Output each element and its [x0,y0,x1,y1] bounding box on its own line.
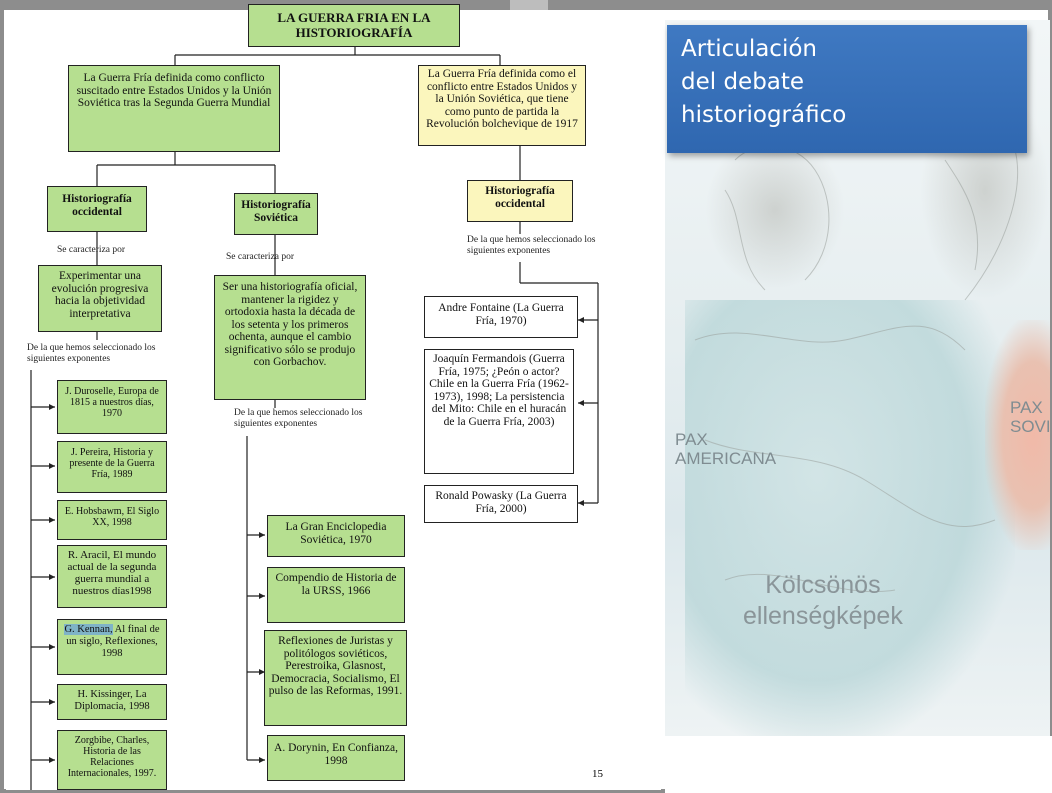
left-exponent-4: R. Aracil, El mundo actual de la segunda… [57,545,167,608]
mid-exponent-1: La Gran Enciclopedia Soviética, 1970 [267,515,405,557]
mid-exponent-4: A. Dorynin, En Confianza, 1998 [267,735,405,781]
map-landmass [685,300,1015,736]
caracteriza-label-left: Se caracteriza por [57,245,126,255]
page-number: 15 [592,768,603,780]
left-exponent-zorgbibe: Zorgbibe, Charles, Historia de las Relac… [57,730,167,790]
left-exponent-2: J. Pereira, Historia y presente de la Gu… [57,441,167,493]
selection-label-right: De la que hemos seleccionado los siguien… [467,235,596,256]
left-exponent-1: J. Duroselle, Europa de 1815 a nuestros … [57,380,167,434]
branch-left-box: La Guerra Fría definida como conflicto s… [68,65,280,152]
left-exponent-3: E. Hobsbawm, El Siglo XX, 1998 [57,500,167,540]
selection-label-left: De la que hemos seleccionado los siguien… [27,343,156,364]
diagram-title: LA GUERRA FRIA EN LA HISTORIOGRAFÍA [248,4,460,47]
hist-sovietica: Historiografía Soviética [234,193,318,235]
slide-title-line-2: del debate [681,69,805,95]
caracteriza-label-mid: Se caracteriza por [226,252,295,262]
mid-exponent-3: Reflexiones de Juristas y politólogos so… [264,630,407,726]
right-exponent-1: Andre Fontaine (La Guerra Fría, 1970) [424,296,578,338]
pax-americana-label: PAX AMERICANA [675,430,777,468]
hungarian-caption: Kölcsönös ellenségképek [743,571,903,630]
panel-bottom-strip [665,736,1052,793]
hist-occidental-right: Historiografía occidental [467,180,573,222]
right-exponent-3: Ronald Powasky (La Guerra Fría, 2000) [424,485,578,523]
pax-sovietica-label: PAX SOVI [1010,398,1050,436]
left-exponent-kennan: G. Kennan, Al final de un siglo, Reflexi… [57,619,167,675]
branch-right-box: La Guerra Fría definida como el conflict… [418,65,586,146]
slide-title-box: Articulación del debate historiográfico [667,25,1027,153]
right-exponent-2: Joaquín Fermandois (Guerra Fría, 1975; ¿… [424,349,574,474]
slide-title-line-1: Articulación [681,36,817,62]
kennan-title: Al final de un siglo, Reflexiones, 1998 [66,624,160,659]
desc-occidental: Experimentar una evolución progresiva ha… [38,265,162,332]
mid-exponent-2: Compendio de Historia de la URSS, 1966 [267,567,405,623]
slide-title-line-3: historiográfico [681,102,847,128]
highlighted-name: G. Kennan, [64,624,113,635]
left-exponent-kissinger: H. Kissinger, La Diplomacia, 1998 [57,684,167,720]
selection-label-mid: De la que hemos seleccionado los siguien… [234,408,363,429]
soldier-figure-left [705,130,845,290]
soviet-zone-shading [985,320,1050,550]
desc-sovietica: Ser una historiografía oficial, mantener… [214,275,366,400]
hist-occidental-left: Historiografía occidental [47,186,147,232]
